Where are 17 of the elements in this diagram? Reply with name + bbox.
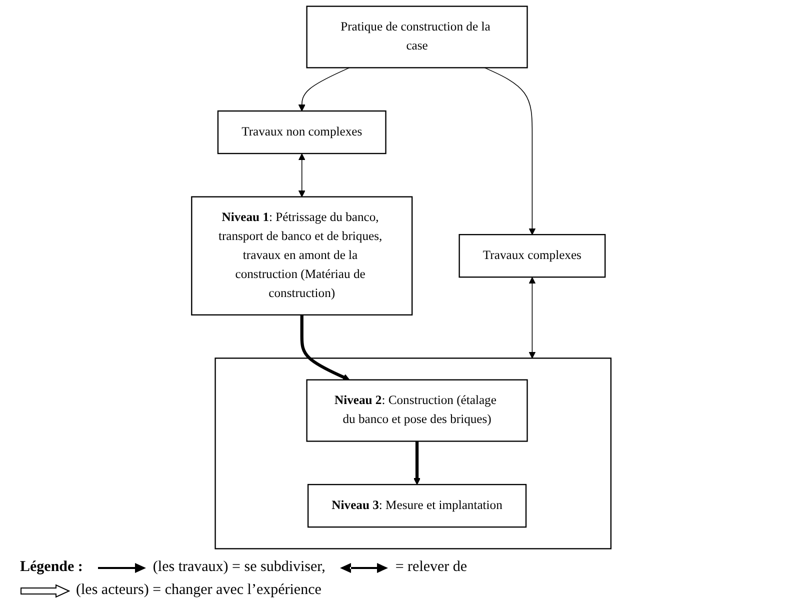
arrow xyxy=(298,67,350,112)
arrow xyxy=(413,441,420,485)
legend-text: = relever de xyxy=(395,559,468,576)
arrow xyxy=(484,67,536,235)
legend-heading: Légende : xyxy=(20,559,83,576)
node-box: Travaux non complexes xyxy=(217,110,386,154)
arrow xyxy=(298,154,306,198)
legend-text: (les acteurs) = changer avec l’expérience xyxy=(76,582,322,599)
arrow xyxy=(528,277,536,358)
arrow xyxy=(300,314,350,380)
node-box: Pratique de construction de la case xyxy=(306,6,528,68)
node-box: Niveau 3: Mesure et implantation xyxy=(307,484,526,528)
node-box: Niveau 1: Pétrissage du banco, transport de banco et de briques, travaux en amont de la construction (Matériau de construction) xyxy=(190,196,412,316)
node-box: Travaux complexes xyxy=(458,234,606,278)
node-box: Niveau 2: Construction (étalage du banco et pose des briques) xyxy=(306,379,528,442)
legend-text: (les travaux) = se subdiviser, xyxy=(152,559,326,576)
cluster xyxy=(214,358,612,550)
